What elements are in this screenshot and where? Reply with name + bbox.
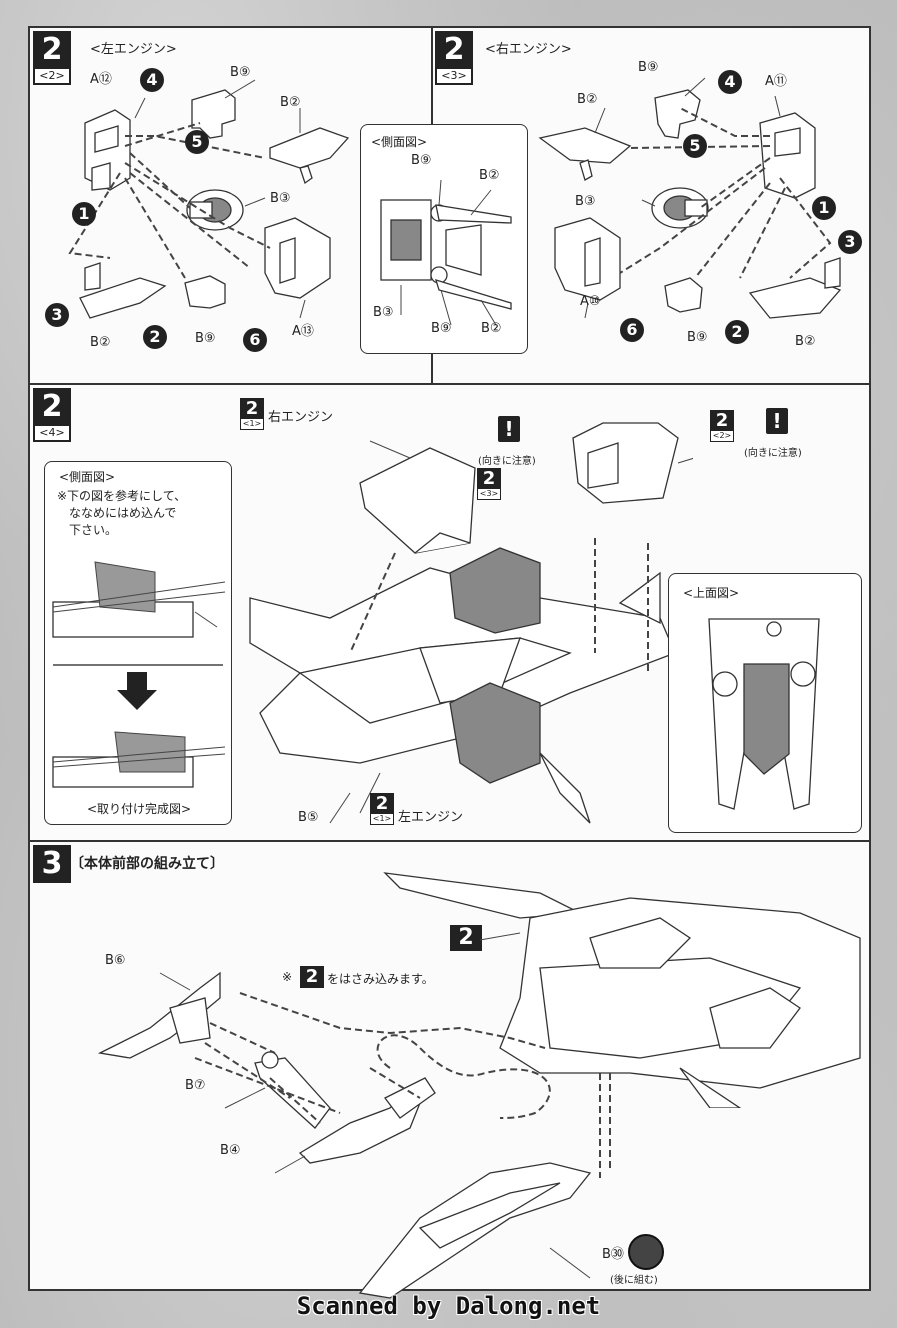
side-view-b2-bottom: B② <box>481 321 502 336</box>
part-label-a12: A⑫ <box>90 72 112 87</box>
ref-2-2-badge: 2 <2> <box>710 410 734 442</box>
right-engine-ref-label: 右エンジン <box>268 410 334 425</box>
step3-body-ref-badge: 2 <box>450 925 482 951</box>
side-view-b2-top: B② <box>479 168 500 183</box>
side-view-drawing <box>380 179 512 326</box>
step3-note-ref-badge: 2 <box>300 966 324 988</box>
r-order-marker-2: 2 <box>725 320 749 344</box>
step3-note-text: をはさみ込みます。 <box>327 972 434 986</box>
order-marker-4: 4 <box>140 68 164 92</box>
r-order-marker-3: 3 <box>838 230 862 254</box>
r-part-label-a11: A⑪ <box>765 74 787 89</box>
step3-label-b4: B④ <box>220 1143 241 1158</box>
top-view-drawing <box>708 618 820 810</box>
step4-label-b5: B⑤ <box>298 810 319 825</box>
r-part-label-b9-bottom: B⑨ <box>687 330 708 345</box>
step4-side-complete-label: <取り付け完成図> <box>87 802 192 816</box>
r-part-label-b9-top: B⑨ <box>638 60 659 75</box>
step4-side-view-title: <側面図> <box>59 470 116 484</box>
step-2-2-badge: 2 <2> <box>33 31 71 85</box>
r-part-label-b3: B③ <box>575 194 596 209</box>
step4-side-note: ※下の図を参考にして、 ななめにはめ込んで 下さい。 <box>57 489 187 537</box>
scan-credit: Scanned by Dalong.net <box>296 1292 601 1320</box>
step3-note-mark: ※ <box>282 970 293 984</box>
step-3-badge: 3 <box>33 845 71 883</box>
left-engine-ref-badge: 2 <1> <box>370 793 394 825</box>
step4-main-body-drawing <box>249 440 676 824</box>
instruction-sheet: 2 <2> <左エンジン> <box>28 26 871 1299</box>
divider-top <box>30 383 869 385</box>
step3-parts-drawing <box>97 971 611 1299</box>
left-engine-diagram <box>68 79 350 319</box>
step4-side-view-drawing <box>52 561 226 788</box>
later-assembly-label: (後に組む) <box>610 1275 658 1286</box>
right-engine-diagram <box>538 77 842 319</box>
order-marker-3: 3 <box>45 303 69 327</box>
warning-label-2: (向きに注意) <box>744 448 802 459</box>
ref-2-3-badge: 2 <3> <box>477 468 501 500</box>
divider-middle <box>30 840 869 842</box>
side-view-b3: B③ <box>373 305 394 320</box>
top-view-title: <上面図> <box>683 586 740 600</box>
side-view-title: <側面図> <box>371 135 428 149</box>
step3-label-b30: B㉚ <box>602 1247 624 1262</box>
step3-label-b6: B⑥ <box>105 953 126 968</box>
r-order-marker-1: 1 <box>812 196 836 220</box>
side-view-b9-bottom: B⑨ <box>431 321 452 336</box>
step4-side-view-panel: <側面図> ※下の図を参考にして、 ななめにはめ込んで 下さい。 <取り付け完成… <box>44 461 232 825</box>
warning-icon-1: ! <box>498 416 520 442</box>
later-assembly-icon <box>628 1234 664 1270</box>
part-label-b2-bottom: B② <box>90 335 111 350</box>
step-2-3-badge: 2 <3> <box>435 31 473 85</box>
order-marker-5: 5 <box>185 130 209 154</box>
step-2-4-badge: 2 <4> <box>33 388 71 442</box>
r-part-label-a10: A⑩ <box>580 294 601 309</box>
order-marker-2: 2 <box>143 325 167 349</box>
part-label-a13: A⑬ <box>292 324 314 339</box>
r-part-label-b2-bottom: B② <box>795 334 816 349</box>
part-label-b3: B③ <box>270 191 291 206</box>
part-label-b9-bottom: B⑨ <box>195 331 216 346</box>
side-view-b9-top: B⑨ <box>411 153 432 168</box>
side-view-panel: <側面図> B⑨ B② B③ B⑨ B② <box>360 124 528 354</box>
r-order-marker-4: 4 <box>718 70 742 94</box>
order-marker-1: 1 <box>72 202 96 226</box>
step3-title: 〔本体前部の組み立て〕 <box>70 856 224 872</box>
part-label-b9-top: B⑨ <box>230 65 251 80</box>
r-order-marker-5: 5 <box>683 134 707 158</box>
right-engine-title: <右エンジン> <box>485 42 572 57</box>
warning-label-1: (向きに注意) <box>478 456 536 467</box>
step3-assembled-body <box>383 872 861 1108</box>
r-part-label-b2-top: B② <box>577 92 598 107</box>
left-engine-ref-label: 左エンジン <box>398 810 464 825</box>
step4-right-engine-part <box>572 422 693 504</box>
r-order-marker-6: 6 <box>620 318 644 342</box>
step3-label-b7: B⑦ <box>185 1078 206 1093</box>
top-view-panel: <上面図> <box>668 573 862 833</box>
warning-icon-2: ! <box>766 408 788 434</box>
part-label-b2-top: B② <box>280 95 301 110</box>
order-marker-6: 6 <box>243 328 267 352</box>
left-engine-title: <左エンジン> <box>90 42 177 57</box>
right-engine-ref-badge: 2 <1> <box>240 398 264 430</box>
